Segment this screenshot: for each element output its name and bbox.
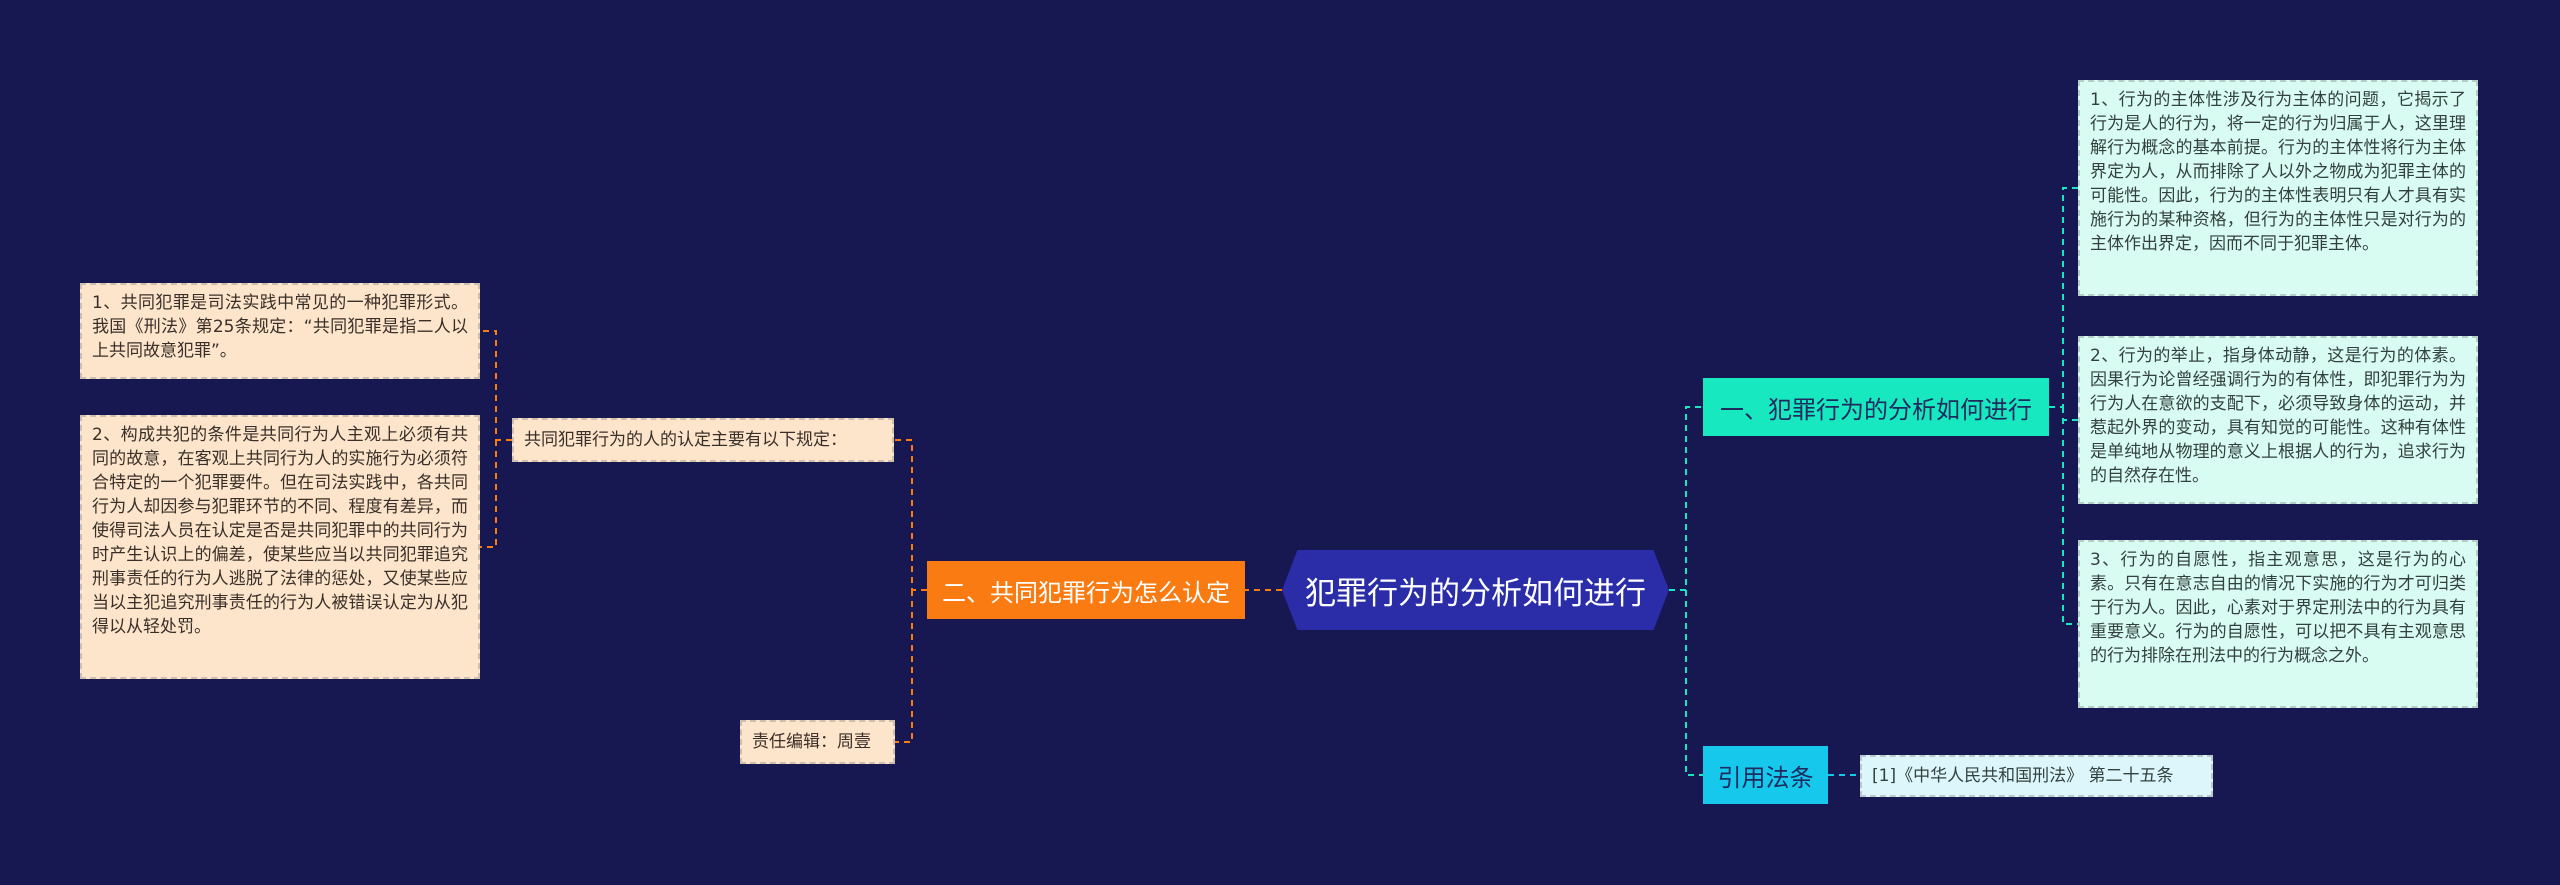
link-rules-notes xyxy=(480,330,512,548)
link-left-editor xyxy=(895,590,913,743)
note-text: 2、构成共犯的条件是共同行为人主观上必须有共同的故意，在客观上共同行为人的实施行… xyxy=(92,425,468,637)
leaf-editor[interactable]: 责任编辑：周壹 xyxy=(740,720,895,764)
leaf-rules-intro[interactable]: 共同犯罪行为的人的认定主要有以下规定： xyxy=(512,418,894,462)
branch-label: 二、共同犯罪行为怎么认定 xyxy=(942,578,1230,607)
branch-cited-law[interactable]: 引用法条 xyxy=(1703,746,1828,804)
branch-crime-behavior-analysis[interactable]: 一、犯罪行为的分析如何进行 xyxy=(1703,378,2049,436)
note-text: 1、共同犯罪是司法实践中常见的一种犯罪形式。我国《刑法》第25条规定：“共同犯罪… xyxy=(92,293,468,361)
leaf-law-citation[interactable]: [1]《中华人民共和国刑法》 第二十五条 xyxy=(1860,755,2213,797)
branch-label: 一、犯罪行为的分析如何进行 xyxy=(1720,395,2032,424)
root-label: 犯罪行为的分析如何进行 xyxy=(1305,575,1646,612)
leaf-note-1[interactable]: 1、共同犯罪是司法实践中常见的一种犯罪形式。我国《刑法》第25条规定：“共同犯罪… xyxy=(80,283,480,379)
leaf-bodily-conduct[interactable]: 2、行为的举止，指身体动静，这是行为的体素。因果行为论曾经强调行为的有体性，即犯… xyxy=(2078,336,2478,504)
leaf-subjectivity[interactable]: 1、行为的主体性涉及行为主体的问题，它揭示了行为是人的行为，将一定的行为归属于人… xyxy=(2078,80,2478,296)
leaf-label: 责任编辑：周壹 xyxy=(752,732,871,752)
link-left-rules xyxy=(894,439,927,591)
branch-joint-crime-identification[interactable]: 二、共同犯罪行为怎么认定 xyxy=(927,561,1245,619)
link-root-right xyxy=(1669,406,1703,776)
note-text: 1、行为的主体性涉及行为主体的问题，它揭示了行为是人的行为，将一定的行为归属于人… xyxy=(2090,90,2466,254)
leaf-voluntariness[interactable]: 3、行为的自愿性，指主观意思，这是行为的心素。只有在意志自由的情况下实施的行为才… xyxy=(2078,540,2478,708)
leaf-note-2[interactable]: 2、构成共犯的条件是共同行为人主观上必须有共同的故意，在客观上共同行为人的实施行… xyxy=(80,415,480,679)
leaf-label: 共同犯罪行为的人的认定主要有以下规定： xyxy=(524,430,847,450)
note-text: 3、行为的自愿性，指主观意思，这是行为的心素。只有在意志自由的情况下实施的行为才… xyxy=(2090,550,2466,666)
law-text: [1]《中华人民共和国刑法》 第二十五条 xyxy=(1872,766,2174,786)
branch-label: 引用法条 xyxy=(1717,763,1814,792)
link-right-notes xyxy=(2049,187,2078,625)
note-text: 2、行为的举止，指身体动静，这是行为的体素。因果行为论曾经强调行为的有体性，即犯… xyxy=(2090,346,2466,486)
root-node[interactable]: 犯罪行为的分析如何进行 xyxy=(1282,550,1669,630)
